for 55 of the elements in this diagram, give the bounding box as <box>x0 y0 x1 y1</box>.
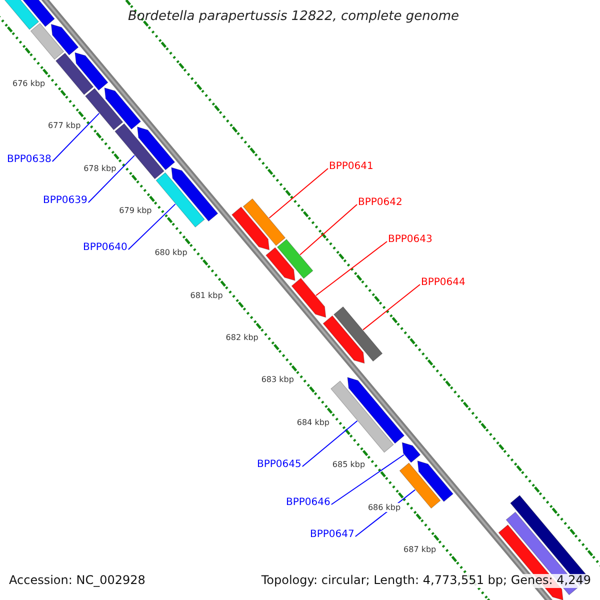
gene-label: BPP0639 <box>43 195 88 206</box>
genome-summary-text: Topology: circular; Length: 4,773,551 bp; Genes: 4,249 <box>261 574 591 588</box>
title: Bordetella parapertussis 12822, complete genome <box>128 10 459 25</box>
leader-line <box>330 454 404 505</box>
accession-text: Accession: NC_002928 <box>9 574 146 588</box>
leader-line <box>302 420 358 467</box>
gene-feature <box>266 247 296 281</box>
leader-line <box>362 284 420 330</box>
leader-line <box>128 204 176 250</box>
gene-label: BPP0645 <box>257 459 302 470</box>
gene-feature <box>74 52 108 91</box>
gene-feature <box>402 442 421 463</box>
gene-feature <box>137 126 176 170</box>
gene-label: BPP0640 <box>83 242 128 254</box>
tick-label: 677 kbp <box>47 121 82 130</box>
gene-label: BPP0644 <box>421 277 466 288</box>
gene-label: BPP0647 <box>310 529 354 540</box>
gene-bar <box>84 88 124 130</box>
gene-bar <box>30 22 64 60</box>
leader-line <box>316 241 388 296</box>
gene-bar <box>333 306 383 362</box>
tick-label: 685 kbp <box>331 460 366 470</box>
gene-bar <box>156 172 205 228</box>
leader-line <box>52 112 100 162</box>
gene-label: BPP0638 <box>7 154 52 166</box>
tick-label: 678 kbp <box>82 164 118 173</box>
tick-label: 676 kbp <box>12 78 46 88</box>
gene-bar <box>399 462 441 509</box>
gene-feature <box>417 460 454 502</box>
gene-feature <box>50 24 79 56</box>
tick-label: 681 kbp <box>189 290 224 300</box>
gene-feature <box>347 377 405 444</box>
gene-label: BPP0642 <box>358 197 402 208</box>
gene-feature <box>171 167 218 222</box>
gene-label: BPP0646 <box>286 497 330 508</box>
tick-label: 684 kbp <box>296 418 330 427</box>
tick-label: 679 kbp <box>118 206 153 216</box>
tick-label: 687 kbp <box>402 544 438 554</box>
gene-feature <box>231 206 270 250</box>
gene-bar <box>114 123 164 180</box>
leader-line <box>300 204 358 256</box>
tick-label: 683 kbp <box>260 375 295 385</box>
gene-bar <box>330 380 394 453</box>
gene-label: BPP0641 <box>329 161 374 172</box>
leader-line <box>268 168 328 218</box>
gene-bar <box>242 198 286 246</box>
gene-label: BPP0643 <box>388 234 432 246</box>
gene-feature <box>322 315 365 364</box>
gene-feature <box>104 87 142 130</box>
tick-label: 682 kbp <box>224 333 260 342</box>
gene-bar <box>276 238 314 279</box>
tick-label: 686 kbp <box>366 502 402 512</box>
gene-bar <box>55 52 94 96</box>
gene-feature <box>291 278 326 318</box>
tick-label: 680 kbp <box>154 248 188 258</box>
